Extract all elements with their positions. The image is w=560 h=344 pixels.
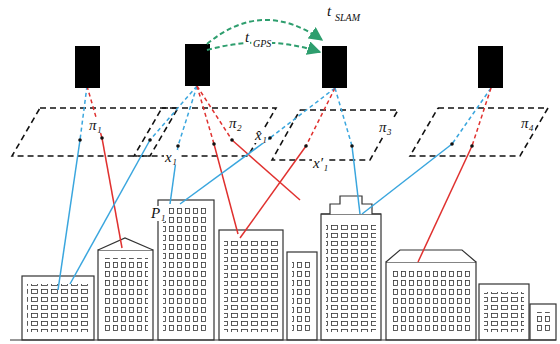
image-point (470, 144, 474, 148)
projection-ray (306, 88, 335, 146)
math-label: π₁ (88, 118, 103, 133)
projection-ray (214, 144, 238, 234)
math-label: x′₁ (312, 156, 329, 171)
projection-ray (178, 86, 197, 146)
city-skyline (10, 196, 556, 340)
image-point (100, 136, 104, 140)
image-point (304, 144, 308, 148)
camera (185, 44, 210, 86)
math-label: π₄ (520, 116, 535, 131)
projection-ray (418, 146, 472, 262)
math-label: π₂ (228, 116, 243, 131)
building (158, 200, 214, 340)
image-point (230, 138, 234, 142)
windows (103, 258, 148, 332)
projection-ray (58, 140, 80, 290)
projection-ray (472, 88, 491, 146)
building (530, 304, 556, 340)
projection-ray (232, 140, 300, 200)
projection-ray (80, 86, 87, 140)
building (479, 284, 529, 340)
subscript-label: GPS (252, 39, 272, 49)
roof (386, 250, 476, 262)
image-point (148, 138, 152, 142)
windows (292, 260, 312, 332)
projection-ray (150, 86, 197, 140)
math-label: t (244, 30, 250, 45)
windows (326, 222, 376, 332)
camera (322, 46, 347, 88)
projection-rays (58, 86, 491, 290)
camera (75, 46, 100, 88)
projection-ray (352, 146, 360, 214)
windows (484, 292, 524, 332)
math-label: P₁ (150, 206, 166, 221)
camera (478, 46, 503, 88)
projection-ray (102, 138, 122, 248)
projection-ray (197, 86, 232, 140)
building (321, 214, 381, 340)
image-plane (410, 108, 548, 156)
projection-ray (270, 88, 335, 138)
projection-ray (87, 86, 102, 138)
building (219, 230, 283, 340)
projection-ray (197, 86, 214, 144)
windows (391, 270, 471, 332)
math-label: t (326, 4, 332, 19)
projection-ray (70, 140, 150, 284)
motion-arrows (207, 20, 322, 52)
image-point (212, 142, 216, 146)
roof (321, 196, 381, 214)
windows (163, 208, 209, 332)
image-plane (272, 110, 398, 160)
math-label: x₁ (164, 150, 178, 165)
building (386, 262, 476, 340)
projection-ray (362, 144, 452, 214)
math-label: π₃ (378, 120, 393, 135)
building (98, 250, 153, 340)
image-point (78, 138, 82, 142)
subscript-label: SLAM (334, 13, 361, 23)
projection-ray (180, 138, 270, 204)
projection-ray (240, 146, 306, 238)
math-label: x̂₁ (254, 128, 268, 143)
cameras (75, 44, 503, 88)
image-point (268, 136, 272, 140)
roof (98, 238, 153, 250)
image-planes (12, 108, 548, 160)
projection-ray (452, 88, 491, 144)
image-point (176, 144, 180, 148)
image-point (450, 142, 454, 146)
ground-line (10, 339, 556, 340)
windows (27, 284, 89, 332)
building (287, 252, 317, 340)
projection-ray (335, 88, 352, 146)
windows (535, 312, 551, 332)
image-point (350, 144, 354, 148)
windows (224, 238, 278, 332)
